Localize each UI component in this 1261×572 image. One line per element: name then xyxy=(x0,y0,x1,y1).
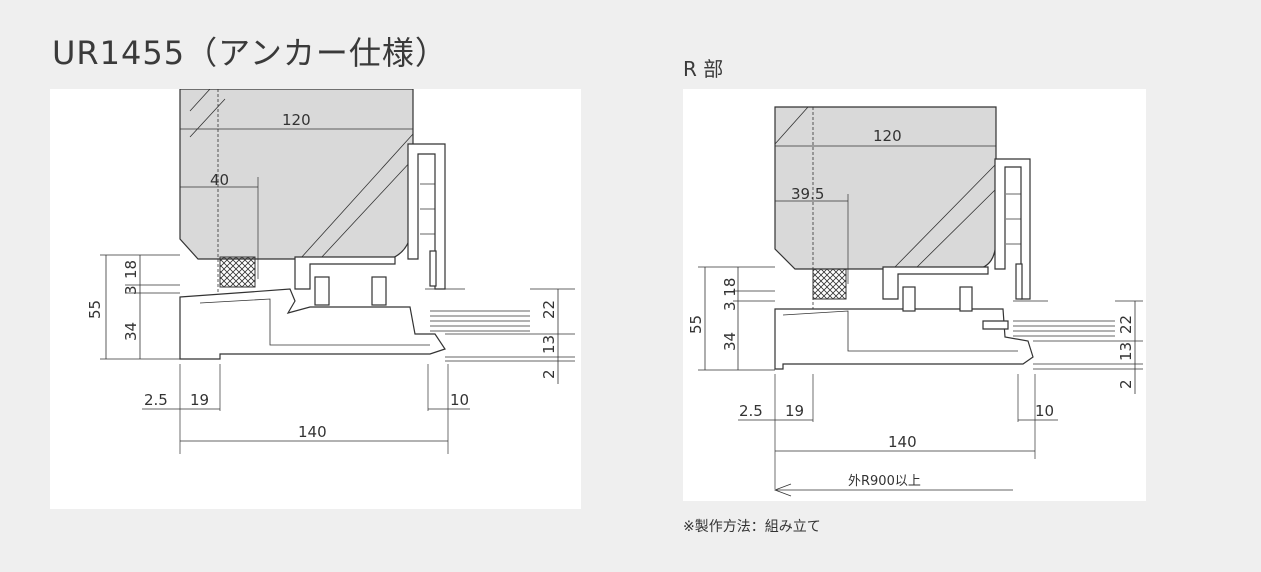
left-section-drawing: 120 40 55 18 3 34 22 13 2 xyxy=(86,89,575,454)
dim-2-5: 2.5 xyxy=(144,391,168,409)
dim-3-18: 3 18 xyxy=(721,278,739,311)
dim-10: 10 xyxy=(450,391,469,409)
bolt-2 xyxy=(371,276,387,306)
right-drawing-panel: 120 39.5 55 3 18 34 22 13 2 2.5 19 10 14… xyxy=(683,89,1146,501)
dim-2: 2 xyxy=(1117,379,1135,389)
bolt-2 xyxy=(959,286,973,312)
anchor-bolt xyxy=(1015,263,1023,300)
dim-55: 55 xyxy=(687,315,705,334)
dim-55: 55 xyxy=(86,300,104,319)
dim-22: 22 xyxy=(540,300,558,319)
right-section-drawing: 120 39.5 55 3 18 34 22 13 2 2.5 19 10 14… xyxy=(687,106,1143,497)
frame-plate xyxy=(294,256,396,290)
dim-140: 140 xyxy=(298,423,327,441)
dim-19: 19 xyxy=(190,391,209,409)
dim-13: 13 xyxy=(540,335,558,354)
base-profile xyxy=(179,288,446,360)
base-profile xyxy=(774,308,1034,370)
dim-34: 34 xyxy=(721,332,739,351)
dim-13: 13 xyxy=(1117,342,1135,361)
dim-19: 19 xyxy=(785,402,804,420)
dim-2: 2 xyxy=(540,369,558,379)
sealant xyxy=(219,256,256,288)
dim-120: 120 xyxy=(873,127,902,145)
dim-39-5: 39.5 xyxy=(791,185,824,203)
anchor-bolt xyxy=(429,250,437,287)
bolt-1 xyxy=(314,276,330,306)
dim-3: 3 xyxy=(122,285,140,295)
dim-2-5: 2.5 xyxy=(739,402,763,420)
radius-note: 外R900以上 xyxy=(848,474,921,489)
left-drawing-panel: 120 40 55 18 3 34 22 13 2 xyxy=(50,89,581,509)
page-title: UR1455（アンカー仕様） xyxy=(52,34,448,72)
dim-140: 140 xyxy=(888,433,917,451)
frame-vertical xyxy=(994,158,1031,300)
sill-lines xyxy=(430,310,530,332)
frame-vertical xyxy=(407,143,446,290)
dim-120: 120 xyxy=(282,111,311,129)
section-subtitle: R 部 xyxy=(683,57,724,81)
dim-18: 18 xyxy=(122,260,140,279)
screw xyxy=(982,320,1009,330)
manufacturing-note: ※製作方法：組み立て xyxy=(683,519,821,535)
bolt-1 xyxy=(902,286,916,312)
dim-22: 22 xyxy=(1117,315,1135,334)
frame-plate xyxy=(882,266,989,300)
sill-lines xyxy=(1013,320,1115,337)
dim-10: 10 xyxy=(1035,402,1054,420)
dim-40: 40 xyxy=(210,171,229,189)
dim-34: 34 xyxy=(122,322,140,341)
sealant xyxy=(812,268,847,300)
